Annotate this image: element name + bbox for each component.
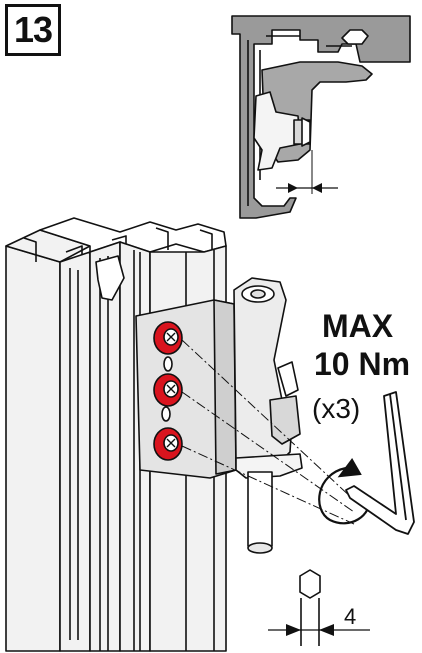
clockwise-arrow-icon — [318, 458, 372, 525]
hex-dimension — [268, 624, 370, 636]
hinge-plate-edge — [213, 299, 237, 475]
axis-line-3 — [181, 445, 355, 525]
hinge-slot-2 — [161, 406, 171, 422]
hex-size-label: 4 — [344, 604, 357, 629]
screws — [153, 321, 183, 461]
hinge-pin-tip — [247, 542, 273, 554]
axis-line-2 — [181, 391, 355, 513]
hex-bit-icon — [299, 569, 321, 646]
section-screw-head — [301, 117, 311, 147]
torque-label-value: 10 Nm — [314, 346, 411, 382]
profile-mid-face — [59, 251, 91, 652]
profile-channel — [89, 241, 121, 652]
profile-left-face — [5, 245, 61, 652]
hex-key-icon — [345, 391, 415, 535]
axis-line-1 — [181, 339, 355, 501]
section-clamp-piece — [253, 91, 301, 171]
section-lip — [341, 29, 369, 45]
section-dim-arrow-left — [288, 183, 298, 193]
hinge-pin-hole — [250, 289, 266, 299]
hinge-pin — [247, 471, 273, 552]
hinge-slot-1 — [163, 356, 173, 372]
screw-3[interactable] — [153, 427, 183, 461]
profile-clip — [95, 255, 125, 301]
step-number: 13 — [5, 4, 61, 56]
section-detail — [231, 15, 411, 219]
profile-top-ribs — [23, 227, 213, 268]
hinge-clamp — [269, 395, 301, 445]
screw-count-label: (x3) — [312, 393, 361, 424]
torque-label-max: MAX — [322, 308, 394, 344]
screw-1[interactable] — [153, 321, 183, 355]
screw-2[interactable] — [153, 373, 183, 407]
hinge-bracket — [277, 361, 299, 397]
section-dim-arrow-right — [312, 183, 322, 193]
alignment-lines — [181, 339, 355, 525]
